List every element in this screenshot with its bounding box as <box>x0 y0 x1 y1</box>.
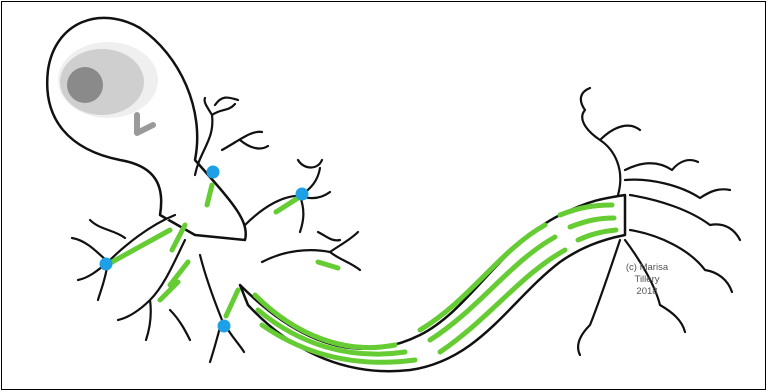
credit-line-3: 2018 <box>612 286 682 298</box>
synapse-dot <box>207 166 220 179</box>
copyright-credit: (c) Marisa Tillery 2018 <box>612 262 682 298</box>
synapse-dot <box>296 188 309 201</box>
credit-line-1: (c) Marisa <box>612 262 682 274</box>
synapse-dot <box>100 258 113 271</box>
synapse-dot <box>218 320 231 333</box>
credit-line-2: Tillery <box>612 274 682 286</box>
nucleolus <box>67 67 103 103</box>
